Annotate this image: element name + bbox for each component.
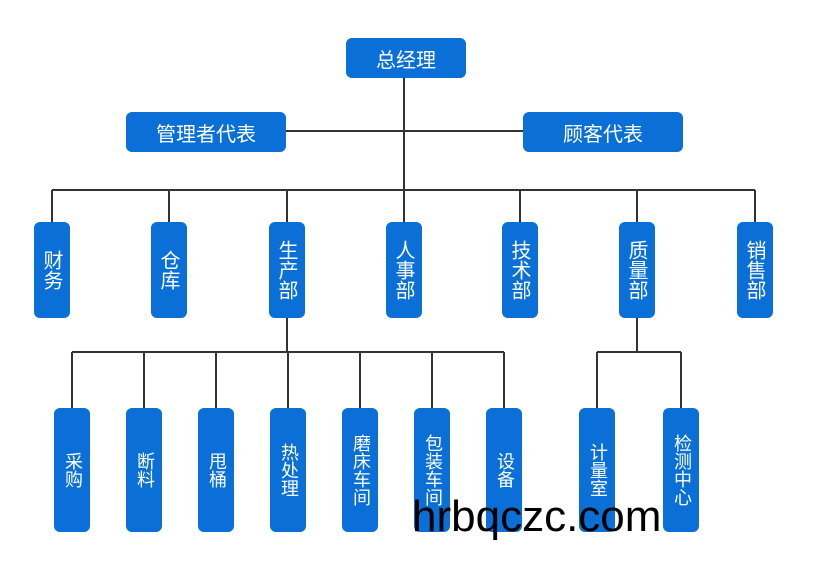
node-unit-packaging-workshop: 包装车间 bbox=[414, 408, 450, 532]
node-general-manager: 总经理 bbox=[346, 38, 466, 78]
unit-label: 热处理 bbox=[278, 443, 299, 497]
node-dept-technology: 技术部 bbox=[502, 222, 538, 318]
dept-label: 销售部 bbox=[743, 240, 767, 300]
dept-label: 财务 bbox=[40, 250, 64, 290]
node-unit-equipment: 设备 bbox=[486, 408, 522, 532]
unit-label: 检测中心 bbox=[671, 434, 692, 506]
node-unit-grinding-workshop: 磨床车间 bbox=[342, 408, 378, 532]
node-dept-quality: 质量部 bbox=[619, 222, 655, 318]
dept-label: 生产部 bbox=[275, 240, 299, 300]
unit-label: 包装车间 bbox=[422, 434, 443, 506]
node-unit-metrology-room: 计量室 bbox=[579, 408, 615, 532]
dept-label: 技术部 bbox=[508, 240, 532, 300]
dept-label: 人事部 bbox=[392, 240, 416, 300]
node-unit-cutting: 断料 bbox=[126, 408, 162, 532]
node-unit-heat-treatment: 热处理 bbox=[270, 408, 306, 532]
watermark-text: hrbqczc.com bbox=[412, 492, 662, 541]
unit-label: 计量室 bbox=[587, 443, 608, 497]
unit-label: 设备 bbox=[494, 452, 515, 488]
node-dept-warehouse: 仓库 bbox=[151, 222, 187, 318]
node-unit-testing-center: 检测中心 bbox=[663, 408, 699, 532]
node-unit-tumbling: 甩桶 bbox=[198, 408, 234, 532]
dept-label: 仓库 bbox=[157, 250, 181, 290]
unit-label: 磨床车间 bbox=[350, 434, 371, 506]
node-dept-sales: 销售部 bbox=[737, 222, 773, 318]
node-customer-representative: 顾客代表 bbox=[523, 112, 683, 152]
node-dept-production: 生产部 bbox=[269, 222, 305, 318]
dept-label: 质量部 bbox=[625, 240, 649, 300]
unit-label: 甩桶 bbox=[206, 452, 227, 488]
node-dept-hr: 人事部 bbox=[386, 222, 422, 318]
node-unit-purchasing: 采购 bbox=[54, 408, 90, 532]
unit-label: 断料 bbox=[134, 452, 155, 488]
unit-label: 采购 bbox=[62, 452, 83, 488]
node-management-representative: 管理者代表 bbox=[126, 112, 286, 152]
node-dept-finance: 财务 bbox=[34, 222, 70, 318]
